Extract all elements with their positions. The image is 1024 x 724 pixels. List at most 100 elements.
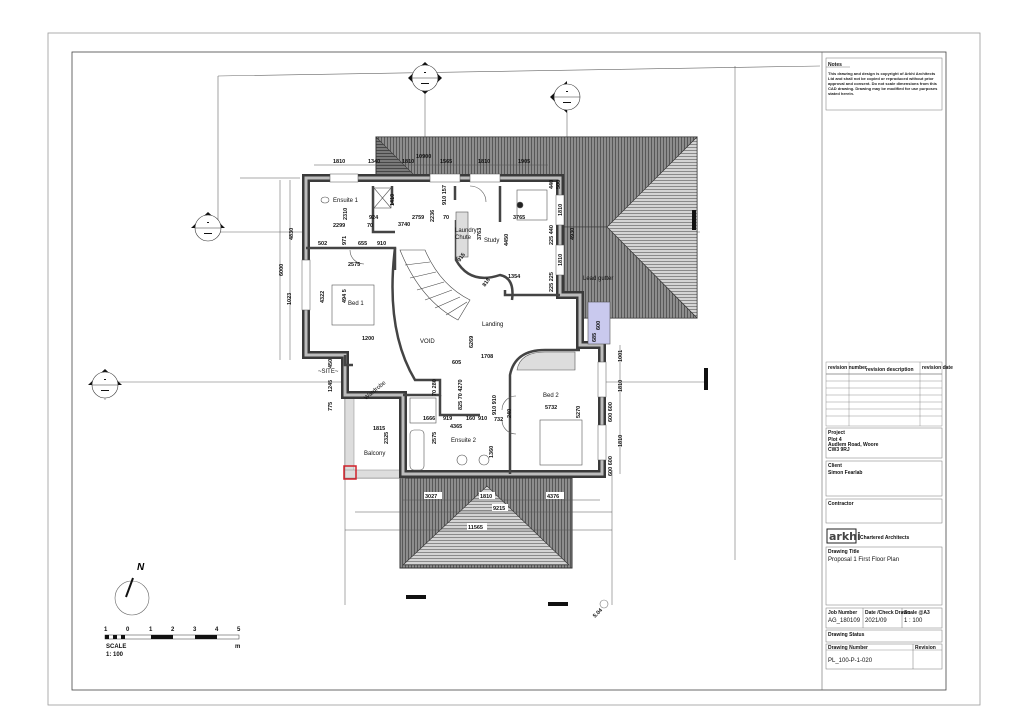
dim: 910 157 xyxy=(442,185,448,205)
dim: 494 5 xyxy=(342,289,348,303)
revision-header: revision number xyxy=(828,365,867,371)
section-marker[interactable] xyxy=(408,62,442,94)
curved-seat xyxy=(516,351,576,371)
room-bed1: Bed 1 xyxy=(348,301,364,307)
dim: 3765 xyxy=(513,215,525,221)
dim: 2325 xyxy=(384,432,390,444)
scale-unit: m xyxy=(235,644,240,650)
notes-text: CAD drawing. Drawing may be modified for… xyxy=(828,86,938,91)
dim: 971 xyxy=(342,236,348,245)
scale-tick: 5 xyxy=(237,627,241,633)
dim: 1810 xyxy=(558,254,564,266)
room-chute: Chute xyxy=(455,235,472,241)
section-marker[interactable] xyxy=(191,212,225,242)
dim: 70 xyxy=(367,223,373,229)
scale-value: 1 : 100 xyxy=(904,618,923,624)
scale-tick: 4 xyxy=(215,627,219,633)
sheet-border xyxy=(47,32,981,706)
dim: 1666 xyxy=(423,416,435,422)
dim: 2310 xyxy=(343,208,349,220)
revision-header: revision date xyxy=(922,365,953,371)
dim: 655 xyxy=(358,241,367,247)
dim: 4450 xyxy=(504,234,510,246)
dim: 1810 xyxy=(618,380,624,392)
dim: 225 440 xyxy=(549,225,555,245)
revision-table xyxy=(825,361,943,427)
notes-label: Notes xyxy=(828,62,842,68)
scale-tick: 2 xyxy=(171,627,175,633)
contractor-label: Contractor xyxy=(828,501,854,507)
dim: 775 xyxy=(328,402,334,411)
dim: 2575 xyxy=(348,262,360,268)
scale-ratio: 1: 100 xyxy=(106,652,124,658)
basin-1 xyxy=(456,454,468,466)
toilet-1 xyxy=(320,196,330,204)
bed-1 xyxy=(331,284,375,326)
dim: 6000 xyxy=(279,264,285,276)
dim: 440 xyxy=(549,180,555,189)
dim: 4365 xyxy=(450,424,462,430)
level-marker xyxy=(599,599,609,609)
dim: 915 xyxy=(457,252,467,263)
dim: 1354 xyxy=(508,274,521,280)
notes-text: Ltd and shall not be copied or reproduce… xyxy=(828,76,934,81)
level-label: 5.04 xyxy=(592,607,604,619)
dim: 2575 xyxy=(432,432,438,444)
logo-box xyxy=(826,528,857,544)
job-number: AG_180109 xyxy=(828,618,861,624)
dim: 240 xyxy=(507,409,513,418)
logo: arkhi xyxy=(829,530,861,543)
dim: 450 xyxy=(328,359,334,368)
dim: 2759 xyxy=(412,215,424,221)
revision-header: revision description xyxy=(866,367,914,373)
project-line: Audlem Road, Woore xyxy=(828,442,879,448)
dim: 4322 xyxy=(320,291,326,303)
dim: 732 xyxy=(494,417,503,423)
dim: 2236 xyxy=(430,210,436,222)
dim: 1810 xyxy=(618,435,624,447)
dim: 1810 xyxy=(558,204,564,216)
dim: 1810 xyxy=(480,494,492,500)
dim: 3740 xyxy=(398,222,410,228)
scale-tick: 1 xyxy=(104,627,108,633)
staircase xyxy=(399,249,471,321)
dim: 2299 xyxy=(333,223,345,229)
drawing-title: Proposal 1 First Floor Plan xyxy=(828,557,899,563)
dim: 600 600 xyxy=(608,402,614,422)
dim: 502 xyxy=(318,241,327,247)
laundry-chute xyxy=(455,211,469,258)
drawing-number: PL_100-P-1-020 xyxy=(828,658,873,664)
section-marker[interactable] xyxy=(88,369,122,399)
notes-text: stated herein. xyxy=(828,91,854,96)
bed-2 xyxy=(539,419,583,466)
dim: 1200 xyxy=(362,336,374,342)
revision-label: Revision xyxy=(915,645,936,651)
dim: 4830 xyxy=(289,228,295,240)
dim: 825 70 4270 xyxy=(458,379,464,410)
room-ensuite1: Ensuite 1 xyxy=(333,198,359,204)
basin-2 xyxy=(478,454,490,466)
dim: 600 600 xyxy=(608,456,614,476)
project-line: CW3 9RJ xyxy=(828,447,850,453)
dim: 910 xyxy=(377,241,386,247)
notes-text: This drawing and design is copyright of … xyxy=(828,71,936,76)
dim: 1708 xyxy=(481,354,493,360)
shower-2 xyxy=(409,397,437,424)
dim: 225 225 xyxy=(549,272,555,292)
room-void: VOID xyxy=(420,339,435,345)
scale-label-tb: Scale @A3 xyxy=(904,610,930,616)
elevation-bars xyxy=(406,210,708,606)
dim: 919 xyxy=(443,416,452,422)
dim: 1810 xyxy=(402,159,414,165)
section-marker[interactable] xyxy=(550,81,581,113)
interior-walls xyxy=(306,186,580,474)
dim: 1905 xyxy=(518,159,530,165)
dim: 500 xyxy=(556,180,562,189)
scale-bar: 1 0 1 2 3 4 5 m SCALE 1: 100 xyxy=(104,627,241,658)
dim: 605 xyxy=(452,360,461,366)
roof-window xyxy=(587,301,611,345)
dim: 1340 xyxy=(368,159,380,165)
dim: 1410 xyxy=(390,194,396,206)
north-circle xyxy=(114,580,150,616)
